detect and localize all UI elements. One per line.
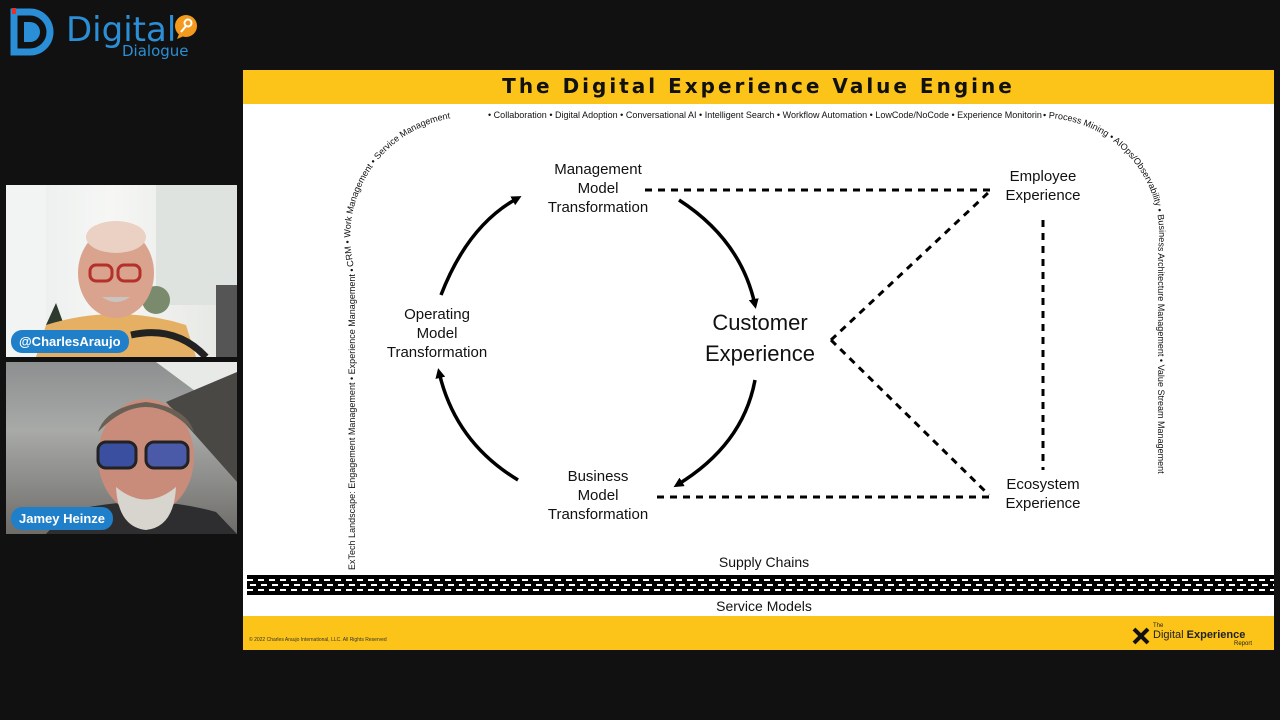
report-the: The xyxy=(1153,623,1164,629)
node-line: Business Model Transformation xyxy=(547,468,649,523)
node-line: Ecosystem Experience xyxy=(1005,476,1081,512)
logo-subtitle: Dialogue xyxy=(122,42,189,60)
node-line: Management Model Transformation xyxy=(547,161,649,216)
copyright-text: © 2022 Charles Araujo International, LLC… xyxy=(249,637,387,643)
participant-name-tag: Jamey Heinze xyxy=(11,507,113,530)
arrow-management-to-customer xyxy=(678,198,759,309)
digital-dialogue-logo: Digital Dialogue xyxy=(8,4,208,62)
x-mark-icon xyxy=(1132,627,1150,645)
value-engine-diagram: ExTech Landscape: Engagement Management … xyxy=(243,70,1274,595)
node-line: Employee Experience xyxy=(1005,168,1081,204)
report-experience: Experience xyxy=(1186,629,1246,641)
participant-video-charles: @CharlesAraujo xyxy=(6,185,237,357)
dashed-line-to-employee xyxy=(829,190,991,342)
arrow-customer-to-business xyxy=(673,379,757,488)
participant-video-jamey: Jamey Heinze xyxy=(6,362,237,534)
participant-name-tag: @CharlesAraujo xyxy=(11,330,129,353)
logo-title: Digital xyxy=(66,10,177,50)
dashed-line-to-ecosystem xyxy=(829,338,991,497)
report-digital: Digital xyxy=(1153,629,1184,641)
node-operating-model: Operating Model Transformation xyxy=(367,305,507,362)
node-business-model: Business Model Transformation xyxy=(528,467,668,524)
arc-text-right: • Process Mining • AIOps/Observability •… xyxy=(1043,110,1167,474)
slide-header-bar: The Digital Experience Value Engine xyxy=(243,70,1274,104)
slide-footer-bar: © 2022 Charles Araujo International, LLC… xyxy=(243,616,1274,650)
speech-bubble-icon xyxy=(175,15,197,39)
arc-text-top: • Collaboration • Digital Adoption • Con… xyxy=(243,70,1042,120)
service-models-label: Service Models xyxy=(716,598,812,614)
node-line: Customer Experience xyxy=(704,310,816,366)
node-line: Operating Model Transformation xyxy=(386,306,488,361)
digital-experience-report-logo: The Digital Experience Report xyxy=(1132,623,1253,647)
supply-chains-label: Supply Chains xyxy=(718,554,810,570)
node-ecosystem-experience: Ecosystem Experience xyxy=(983,475,1103,513)
node-customer-experience: Customer Experience xyxy=(683,307,837,369)
arrow-operating-to-management xyxy=(439,196,522,296)
dd-logo-icon xyxy=(10,8,54,56)
report-word: Report xyxy=(1234,641,1253,647)
node-employee-experience: Employee Experience xyxy=(983,167,1103,205)
slide-title: The Digital Experience Value Engine xyxy=(502,74,1015,98)
node-management-model: Management Model Transformation xyxy=(528,160,668,217)
presentation-slide: The Digital Experience Value Engine ExTe… xyxy=(243,70,1274,650)
arrow-business-to-operating xyxy=(435,368,519,482)
report-title: Digital Experience xyxy=(1153,629,1245,641)
